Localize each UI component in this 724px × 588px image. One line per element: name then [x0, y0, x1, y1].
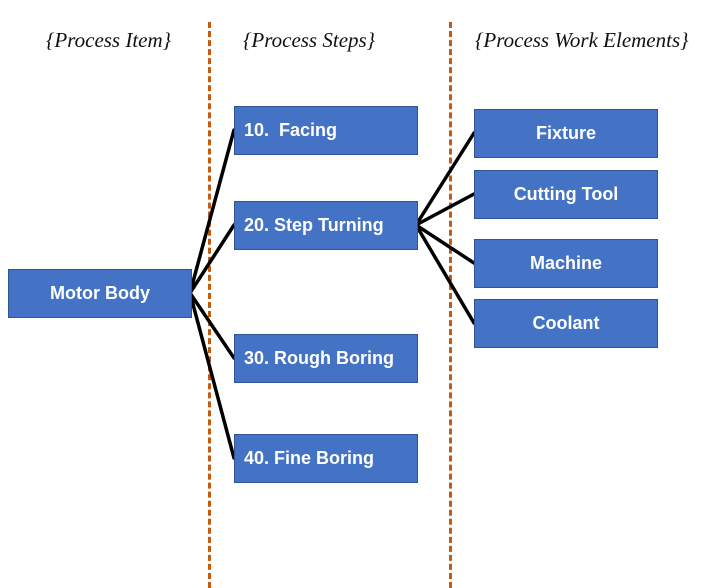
- connector-root-to-step-30: [188, 291, 236, 360]
- connector-root-to-step-10: [188, 128, 236, 295]
- process-step-label: 20. Step Turning: [244, 215, 384, 235]
- process-step-20-step-turning: 20. Step Turning: [234, 201, 418, 250]
- connector-root-to-step-20: [188, 223, 236, 295]
- header-process-item: {Process Item}: [46, 28, 172, 52]
- process-step-label: 40. Fine Boring: [244, 448, 375, 468]
- work-element-machine: Machine: [474, 239, 658, 288]
- connector-step-20-to-coolant: [414, 223, 476, 325]
- work-element-coolant: Coolant: [474, 299, 658, 348]
- work-element-cutting-tool: Cutting Tool: [474, 170, 658, 219]
- process-step-40-fine-boring: 40. Fine Boring: [234, 434, 418, 483]
- process-step-30-rough-boring: 30. Rough Boring: [234, 334, 418, 383]
- connector-step-20-to-fixture: [414, 131, 476, 227]
- work-element-label: Coolant: [532, 313, 600, 333]
- header-process-work-elements: {Process Work Elements}: [475, 28, 689, 52]
- connector-step-20-to-cutting-tool: [414, 192, 476, 227]
- work-element-label: Machine: [529, 253, 603, 273]
- process-step-label: 10. Facing: [244, 120, 338, 140]
- process-step-10-facing: 10. Facing: [234, 106, 418, 155]
- connector-step-20-to-machine: [414, 223, 476, 265]
- column-divider-right: [449, 22, 452, 588]
- process-step-label: 30. Rough Boring: [244, 348, 394, 368]
- work-element-label: Fixture: [535, 123, 596, 143]
- work-element-fixture: Fixture: [474, 109, 658, 158]
- process-item-motor-body: Motor Body: [8, 269, 192, 318]
- work-element-label: Cutting Tool: [513, 184, 619, 204]
- process-item-label: Motor Body: [50, 283, 150, 303]
- column-divider-left: [208, 22, 211, 588]
- connector-root-to-step-40: [188, 291, 236, 460]
- header-process-steps: {Process Steps}: [243, 28, 376, 52]
